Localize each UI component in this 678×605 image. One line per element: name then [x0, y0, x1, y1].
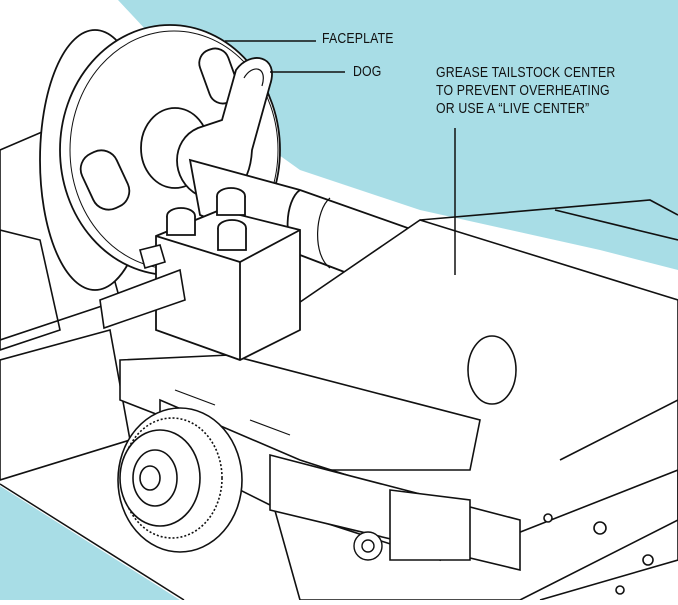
- label-grease-line-2: TO PREVENT OVERHEATING: [436, 82, 610, 99]
- lock-screw: [353, 531, 383, 561]
- tool-post: [155, 187, 301, 361]
- crossfeed-knob: [467, 335, 517, 405]
- label-grease-line-3: OR USE A “LIVE CENTER”: [436, 100, 590, 117]
- background-edge-line: [0, 483, 185, 601]
- cutting-tool: [99, 244, 186, 330]
- handwheel: [117, 407, 243, 553]
- background-bottom-left-panel: [0, 486, 180, 600]
- label-grease-line-1: GREASE TAILSTOCK CENTER: [436, 64, 616, 81]
- label-grease-tailstock: GREASE TAILSTOCK CENTER TO PREVENT OVERH…: [436, 64, 615, 118]
- label-dog: DOG: [353, 63, 382, 80]
- label-faceplate: FACEPLATE: [322, 30, 394, 47]
- leader-lines: [225, 40, 456, 275]
